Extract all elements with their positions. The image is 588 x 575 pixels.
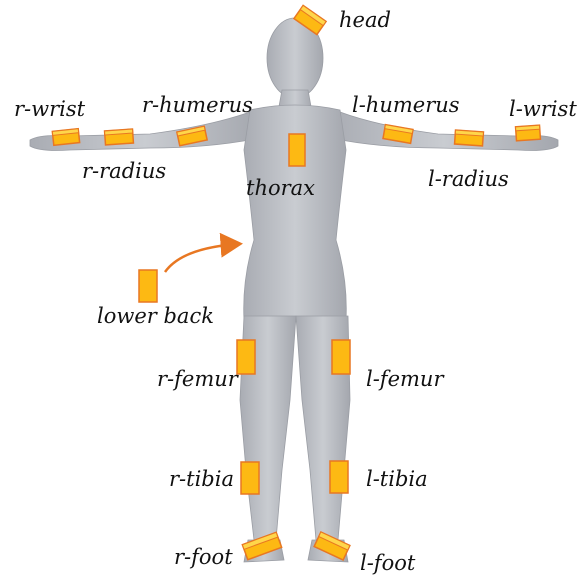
label-r-humerus: r-humerus [142,95,253,116]
sensor-l-radius-icon [455,130,484,146]
label-l-radius: l-radius [428,169,509,190]
sensor-thorax-icon [289,134,305,166]
sensor-r-wrist-icon [52,129,79,146]
label-head: head [339,10,391,31]
sensor-l-wrist-icon [516,125,541,141]
label-l-tibia: l-tibia [366,469,428,490]
sensor-l-tibia-icon [330,461,348,493]
label-r-foot: r-foot [174,547,233,568]
sensor-r-tibia-icon [241,462,259,494]
sensor-r-femur-icon [237,340,255,374]
sensor-l-femur-icon [332,340,350,374]
label-thorax: thorax [246,178,315,199]
label-r-tibia: r-tibia [169,469,234,490]
label-l-humerus: l-humerus [352,95,460,116]
label-r-radius: r-radius [82,161,166,182]
sensor-r-radius-icon [105,129,134,145]
sensor-lower-back-icon [139,270,157,302]
label-r-femur: r-femur [157,369,238,390]
lower-back-arrow [165,244,238,272]
label-lower-back: lower back [97,306,214,327]
label-l-foot: l-foot [360,553,415,574]
body-silhouette [30,18,558,562]
label-l-femur: l-femur [366,369,444,390]
label-l-wrist: l-wrist [509,99,577,120]
label-r-wrist: r-wrist [14,99,85,120]
